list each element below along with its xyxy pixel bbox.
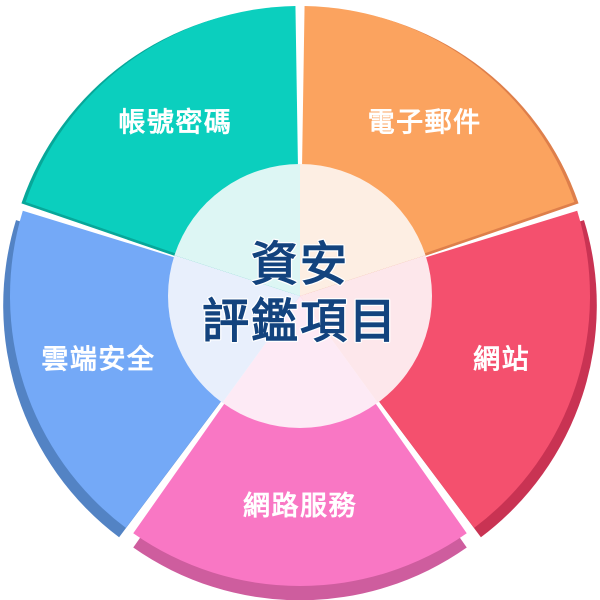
inner-wedge-website <box>300 255 433 403</box>
center-title-line-1: 資安 <box>251 237 349 290</box>
inner-wedge-network-service <box>222 296 378 429</box>
center-title-line-2: 評鑑項目 <box>202 294 398 347</box>
segment-label-email: 電子郵件 <box>368 108 482 138</box>
center-title: 資安 評鑑項目 <box>201 236 398 349</box>
segment-label-network-service: 網路服務 <box>243 490 357 521</box>
wheel-inner-circle <box>167 164 433 429</box>
segment-label-account-password: 帳號密碼 <box>118 107 232 138</box>
inner-wedge-email <box>300 164 426 296</box>
wedge-network-service[interactable] <box>133 296 467 586</box>
inner-wedge-cloud-security <box>167 255 300 403</box>
segment-label-website: 網站 <box>473 344 530 375</box>
inner-wedge-account-password <box>174 164 300 296</box>
segment-label-cloud-security: 雲端安全 <box>41 344 155 375</box>
